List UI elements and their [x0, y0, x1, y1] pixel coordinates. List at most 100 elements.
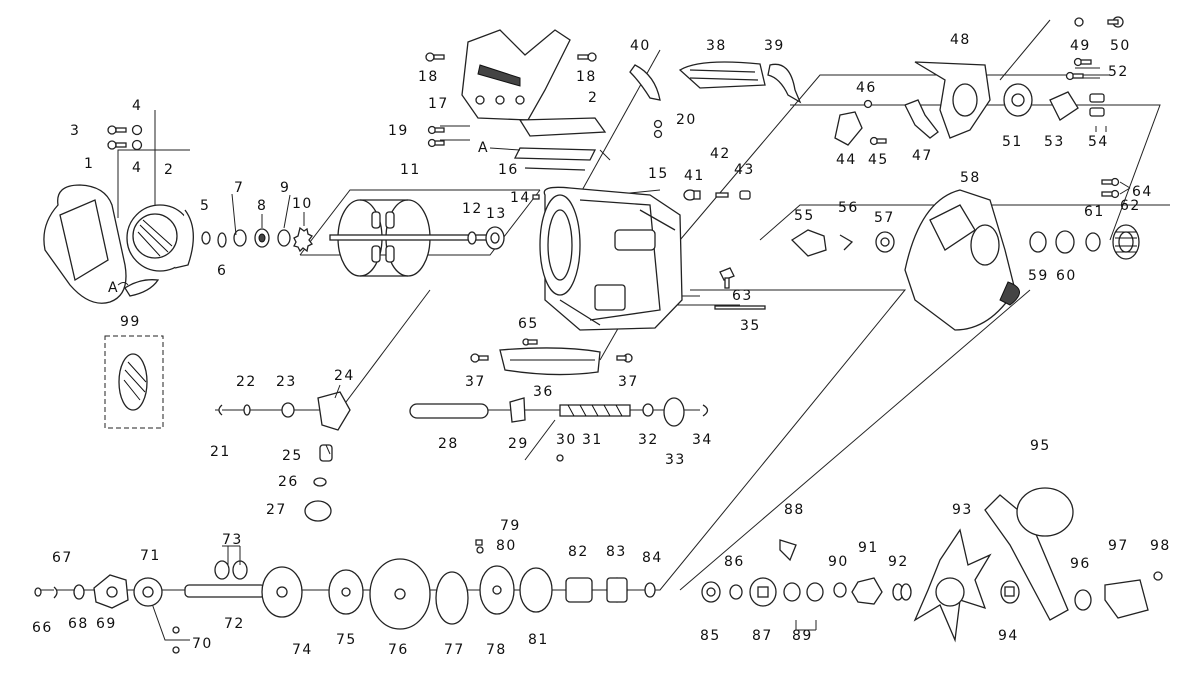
label-part-61: 61: [1084, 204, 1105, 220]
label-part-66: 66: [32, 620, 53, 636]
label-part-70: 70: [192, 636, 213, 652]
label-part-79: 79: [500, 518, 521, 534]
label-part-36: 36: [533, 384, 554, 400]
label-part-24: 24: [334, 368, 355, 384]
label-part-35: 35: [740, 318, 761, 334]
label-part-81: 81: [528, 632, 549, 648]
label-part-91: 91: [858, 540, 879, 556]
label-part-83: 83: [606, 544, 627, 560]
label-part-76: 76: [388, 642, 409, 658]
label-part-51: 51: [1002, 134, 1023, 150]
label-part-42: 42: [710, 146, 731, 162]
label-part-71: 71: [140, 548, 161, 564]
label-part-54: 54: [1088, 134, 1109, 150]
label-part-9: 9: [280, 180, 290, 196]
label-part-49: 49: [1070, 38, 1091, 54]
label-part-99: 99: [120, 314, 141, 330]
label-part-92: 92: [888, 554, 909, 570]
label-part-12: 12: [462, 201, 483, 217]
label-part-30: 30: [556, 432, 577, 448]
label-part-89: 89: [792, 628, 813, 644]
label-part-2: 2: [164, 162, 174, 178]
label-part-93: 93: [952, 502, 973, 518]
label-part-48: 48: [950, 32, 971, 48]
label-part-59: 59: [1028, 268, 1049, 284]
label-part-5: 5: [200, 198, 210, 214]
label-part-96: 96: [1070, 556, 1091, 572]
label-part-34: 34: [692, 432, 713, 448]
label-part-62: 62: [1120, 198, 1141, 214]
label-part-97: 97: [1108, 538, 1129, 554]
label-part-75: 75: [336, 632, 357, 648]
label-part-47: 47: [912, 148, 933, 164]
label-part-95: 95: [1030, 438, 1051, 454]
label-part-57: 57: [874, 210, 895, 226]
label-part-74: 74: [292, 642, 313, 658]
label-part-52: 52: [1108, 64, 1129, 80]
label-part-55: 55: [794, 208, 815, 224]
label-part-18a: 18: [418, 69, 439, 85]
label-part-14: 14: [510, 190, 531, 206]
label-part-86: 86: [724, 554, 745, 570]
label-part-37a: 37: [465, 374, 486, 390]
label-part-53: 53: [1044, 134, 1065, 150]
label-part-50: 50: [1110, 38, 1131, 54]
label-part-73: 73: [222, 532, 243, 548]
part-labels: 1 2 2 3 4 4 5 6 7 8 9 10 11 12 13 14 15 …: [32, 32, 1171, 658]
label-part-60: 60: [1056, 268, 1077, 284]
label-part-87: 87: [752, 628, 773, 644]
label-part-38: 38: [706, 38, 727, 54]
label-part-3: 3: [70, 123, 80, 139]
label-part-17: 17: [428, 96, 449, 112]
label-part-27: 27: [266, 502, 287, 518]
label-part-69: 69: [96, 616, 117, 632]
label-part-7: 7: [234, 180, 244, 196]
label-part-13: 13: [486, 206, 507, 222]
part-levelwind-cover: [678, 61, 766, 89]
label-part-15: 15: [648, 166, 669, 182]
label-part-33: 33: [665, 452, 686, 468]
label-part-11: 11: [400, 162, 421, 178]
label-part-31: 31: [582, 432, 603, 448]
label-part-44: 44: [836, 152, 857, 168]
part-handle: [984, 494, 1069, 621]
label-ref-a-2: A: [478, 140, 489, 156]
label-part-25: 25: [282, 448, 303, 464]
label-part-85: 85: [700, 628, 721, 644]
label-part-65: 65: [518, 316, 539, 332]
label-part-23: 23: [276, 374, 297, 390]
label-part-28: 28: [438, 436, 459, 452]
label-part-26: 26: [278, 474, 299, 490]
label-part-21: 21: [210, 444, 231, 460]
label-part-64: 64: [1132, 184, 1153, 200]
label-part-10: 10: [292, 196, 313, 212]
label-part-98: 98: [1150, 538, 1171, 554]
label-part-56: 56: [838, 200, 859, 216]
label-part-68: 68: [68, 616, 89, 632]
label-part-41: 41: [684, 168, 705, 184]
label-part-1: 1: [84, 156, 94, 172]
label-part-45: 45: [868, 152, 889, 168]
label-part-29: 29: [508, 436, 529, 452]
label-part-77: 77: [444, 642, 465, 658]
label-part-67: 67: [52, 550, 73, 566]
label-part-22: 22: [236, 374, 257, 390]
label-part-8: 8: [257, 198, 267, 214]
label-part-90: 90: [828, 554, 849, 570]
label-part-63: 63: [732, 288, 753, 304]
label-part-88: 88: [784, 502, 805, 518]
label-part-32: 32: [638, 432, 659, 448]
label-part-2b: 2: [588, 90, 598, 106]
part-bottom-bar: [499, 347, 601, 376]
label-part-6: 6: [217, 263, 227, 279]
label-part-78: 78: [486, 642, 507, 658]
label-part-46: 46: [856, 80, 877, 96]
label-ref-a-1: A: [108, 280, 119, 296]
label-part-18b: 18: [576, 69, 597, 85]
label-part-39: 39: [764, 38, 785, 54]
part-thumb-bar: [461, 29, 571, 121]
label-part-20: 20: [676, 112, 697, 128]
leader-lines: [40, 19, 1170, 641]
